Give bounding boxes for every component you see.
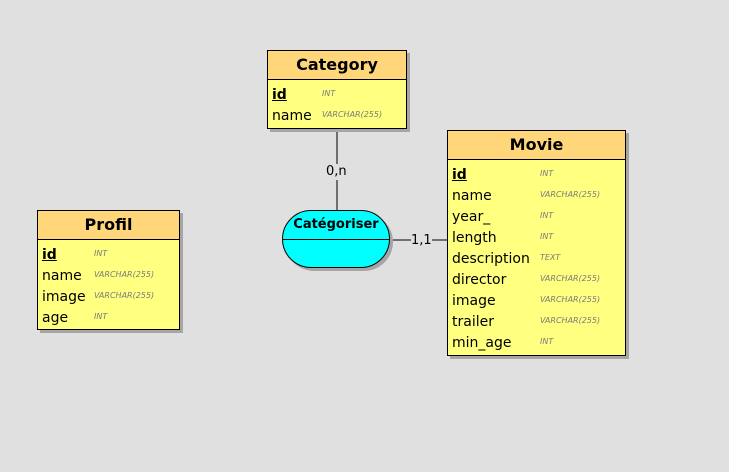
attribute-row: director VARCHAR(255) [452, 268, 625, 289]
attribute-name: name [452, 188, 492, 204]
attribute-row: image VARCHAR(255) [42, 285, 179, 306]
relation-name: Catégoriser [293, 217, 379, 232]
attribute-list: id INT name VARCHAR(255) [268, 80, 406, 125]
attribute-row: description TEXT [452, 247, 625, 268]
entity-title: Movie [448, 131, 625, 160]
attribute-name: name [42, 268, 82, 284]
attribute-name: trailer [452, 314, 494, 330]
attribute-name: age [42, 310, 69, 326]
attribute-type: VARCHAR(255) [94, 291, 155, 300]
attribute-name: image [42, 289, 86, 305]
attribute-type: INT [540, 169, 554, 178]
attribute-type: VARCHAR(255) [540, 316, 601, 325]
attribute-row: image VARCHAR(255) [452, 289, 625, 310]
primary-key-name: id [272, 87, 287, 103]
attribute-row: id INT [272, 83, 406, 104]
attribute-name: length [452, 230, 497, 246]
attribute-type: INT [94, 249, 108, 258]
entity-title: Category [268, 51, 406, 80]
attribute-type: TEXT [540, 253, 561, 262]
attribute-row: min_age INT [452, 331, 625, 352]
attribute-row: name VARCHAR(255) [272, 104, 406, 125]
attribute-name: min_age [452, 335, 512, 351]
entity-movie[interactable]: Movie id INT name VARCHAR(255) year_ INT… [447, 130, 626, 356]
attribute-name: image [452, 293, 496, 309]
attribute-name: name [272, 108, 312, 124]
attribute-type: VARCHAR(255) [540, 295, 601, 304]
attribute-name: director [452, 272, 507, 288]
attribute-type: INT [540, 232, 554, 241]
cardinality-movie: 1,1 [411, 233, 432, 249]
attribute-type: INT [322, 89, 336, 98]
entity-profil[interactable]: Profil id INT name VARCHAR(255) image VA… [37, 210, 180, 330]
entity-category[interactable]: Category id INT name VARCHAR(255) [267, 50, 407, 129]
attribute-type: INT [94, 312, 108, 321]
attribute-row: trailer VARCHAR(255) [452, 310, 625, 331]
attribute-type: VARCHAR(255) [540, 274, 601, 283]
attribute-row: age INT [42, 306, 179, 327]
attribute-name: description [452, 251, 530, 267]
attribute-type: INT [540, 211, 554, 220]
attribute-row: name VARCHAR(255) [452, 184, 625, 205]
attribute-row: length INT [452, 226, 625, 247]
attribute-name: year_ [452, 209, 491, 225]
attribute-list: id INT name VARCHAR(255) year_ INT lengt… [448, 160, 625, 352]
attribute-type: VARCHAR(255) [322, 110, 383, 119]
attribute-type: VARCHAR(255) [94, 270, 155, 279]
primary-key-name: id [452, 167, 467, 183]
relation-categoriser[interactable]: Catégoriser [282, 210, 390, 268]
attribute-row: id INT [42, 243, 179, 264]
entity-title: Profil [38, 211, 179, 240]
attribute-type: VARCHAR(255) [540, 190, 601, 199]
primary-key-name: id [42, 247, 57, 263]
relation-divider [283, 239, 389, 240]
attribute-list: id INT name VARCHAR(255) image VARCHAR(2… [38, 240, 179, 327]
attribute-type: INT [540, 337, 554, 346]
attribute-row: year_ INT [452, 205, 625, 226]
attribute-row: name VARCHAR(255) [42, 264, 179, 285]
cardinality-category: 0,n [326, 164, 347, 180]
attribute-row: id INT [452, 163, 625, 184]
